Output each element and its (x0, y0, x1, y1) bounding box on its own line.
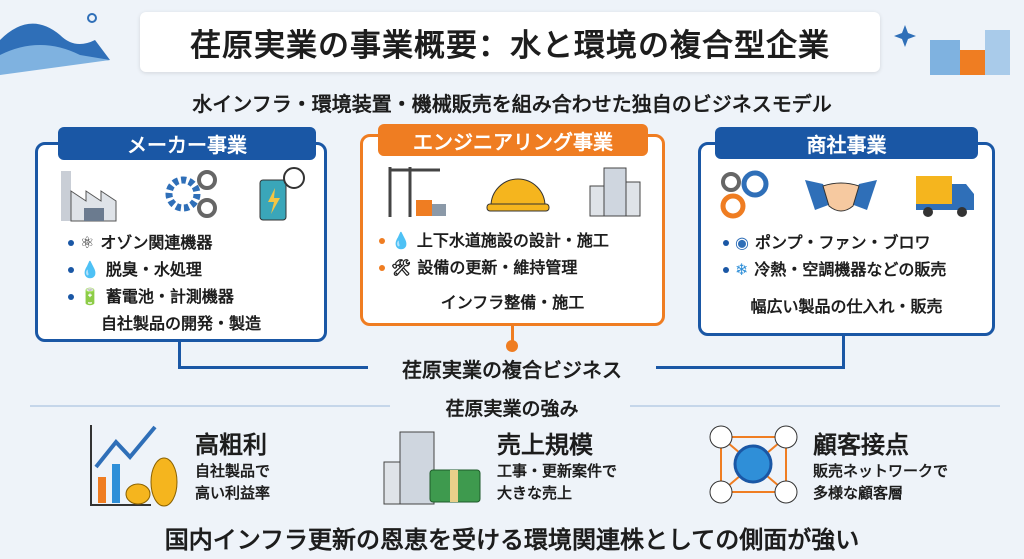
crane-icon (388, 167, 446, 217)
strength-customer-contact: 顧客接点販売ネットワークで多様な顧客層 (706, 422, 948, 507)
snowflake-icon: ❄ (735, 260, 749, 279)
handshake-icon (805, 180, 878, 212)
hub-label: 荏原実業の複合ビジネス (402, 358, 622, 382)
strength-gross-margin: 高粗利自社製品で高い利益率 (88, 422, 270, 507)
wave-icon (0, 13, 110, 75)
maker-item: 🔋蓄電池・計測機器 (68, 283, 324, 310)
strength-sales-scale: 売上規模工事・更新案件で大きな売上 (380, 422, 617, 507)
page-title: 荏原実業の事業概要：水と環境の複合型企業 (140, 12, 880, 72)
connector-center (511, 325, 514, 343)
conclusion: 国内インフラ更新の恩恵を受ける環境関連株としての側面が強い (164, 526, 860, 554)
engineering-item: 💧上下水道施設の設計・施工 (379, 227, 662, 254)
strengths-heading: 荏原実業の強み (445, 398, 579, 420)
ozone-icon: ⚛ (80, 233, 95, 252)
connector-left (178, 338, 181, 368)
network-globe-icon (709, 425, 798, 504)
trading-item: ◉ポンプ・ファン・ブロワ (723, 229, 992, 256)
battery-icon: 🔋 (80, 287, 100, 306)
maker-item: ⚛オゾン関連機器 (68, 229, 324, 256)
growth-chart-coins-icon (90, 425, 178, 507)
trading-summary: 幅広い製品の仕入れ・販売 (750, 297, 943, 316)
maker-item: 💧脱臭・水処理 (68, 256, 324, 283)
engineering-item: 🛠設備の更新・維持管理 (379, 254, 662, 281)
maker-card: ⚛オゾン関連機器 💧脱臭・水処理 🔋蓄電池・計測機器 自社製品の開発・製造 (35, 142, 327, 342)
maker-summary: 自社製品の開発・製造 (100, 314, 261, 333)
engineering-card: 💧上下水道施設の設計・施工 🛠設備の更新・維持管理 インフラ整備・施工 (360, 134, 665, 326)
engineering-summary: インフラ整備・施工 (440, 293, 585, 312)
buildings-icon (589, 167, 640, 217)
eco-buildings-icon (894, 25, 1010, 75)
battery-gauge-icon (259, 167, 306, 221)
trading-card: ◉ポンプ・ファン・ブロワ ❄冷熱・空調機器などの販売 幅広い製品の仕入れ・販売 (698, 142, 995, 336)
water-drop-icon: 💧 (80, 260, 100, 279)
connector-node (506, 340, 518, 352)
divider-right (630, 405, 1000, 407)
engineering-tab: エンジニアリング事業 (378, 124, 648, 156)
gears-icon (720, 170, 769, 219)
gears-icon (165, 170, 217, 218)
maker-icons (38, 163, 324, 225)
hardhat-icon (486, 178, 549, 212)
subtitle: 水インフラ・環境装置・機械販売を組み合わせた独自のビジネスモデル (192, 92, 832, 116)
fan-icon: ◉ (735, 233, 749, 252)
connector-left-h (178, 366, 368, 369)
water-pipe-icon: 💧 (391, 231, 411, 250)
connector-right (842, 334, 845, 368)
tools-icon: 🛠 (391, 258, 412, 277)
connector-right-h (656, 366, 845, 369)
trading-item: ❄冷熱・空調機器などの販売 (723, 256, 992, 283)
trading-tab: 商社事業 (715, 127, 978, 159)
factory-icon (60, 171, 117, 222)
maker-tab: メーカー事業 (58, 127, 316, 160)
truck-icon (915, 176, 974, 217)
building-money-icon (383, 431, 481, 505)
divider-left (30, 405, 390, 407)
